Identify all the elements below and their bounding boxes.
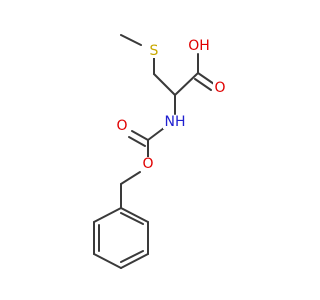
bond-ch2-alpha-carbon — [153, 73, 176, 96]
bond-carbamate-carbonyl-a — [131, 130, 149, 141]
ring-bond-6 — [93, 207, 122, 223]
hydroxyl-label: OH — [188, 38, 210, 54]
bond-carboxyl-carbonyl-a — [197, 72, 215, 85]
sulfur-atom: S — [146, 43, 162, 59]
amine-atom: NH — [163, 114, 187, 130]
bond-ester-oxygen-benzyl — [120, 171, 141, 185]
bond-carboxyl-carbonyl-b — [194, 78, 212, 91]
ring-inner-double-1 — [120, 212, 144, 225]
bond-methyl-sulfur — [120, 34, 142, 46]
amine-label: NH — [165, 114, 186, 130]
acid-carbonyl-oxygen-label: O — [214, 80, 225, 96]
sulfur-label: S — [150, 43, 159, 59]
atom-labels: S OH O NH O O — [115, 38, 227, 172]
ring-bond-4 — [93, 253, 122, 269]
ring-inner-double-2 — [120, 250, 144, 263]
ring-bond-3 — [120, 253, 149, 269]
bond-amine-carbamate — [147, 127, 165, 141]
molecule-structure: S OH O NH O O — [93, 34, 227, 269]
ester-oxygen-atom: O — [141, 156, 155, 172]
carbamate-carbonyl-oxygen-atom: O — [115, 118, 129, 134]
acid-carbonyl-oxygen-atom: O — [213, 80, 227, 96]
ring-bond-1 — [120, 207, 149, 223]
bond-carbamate-carbonyl-b — [128, 136, 146, 147]
bonds — [93, 34, 215, 269]
carbamate-carbonyl-oxygen-label: O — [116, 118, 127, 134]
hydroxyl-atom: OH — [188, 38, 210, 54]
bond-alpha-carboxyl — [174, 72, 199, 96]
ester-oxygen-label: O — [142, 156, 153, 172]
